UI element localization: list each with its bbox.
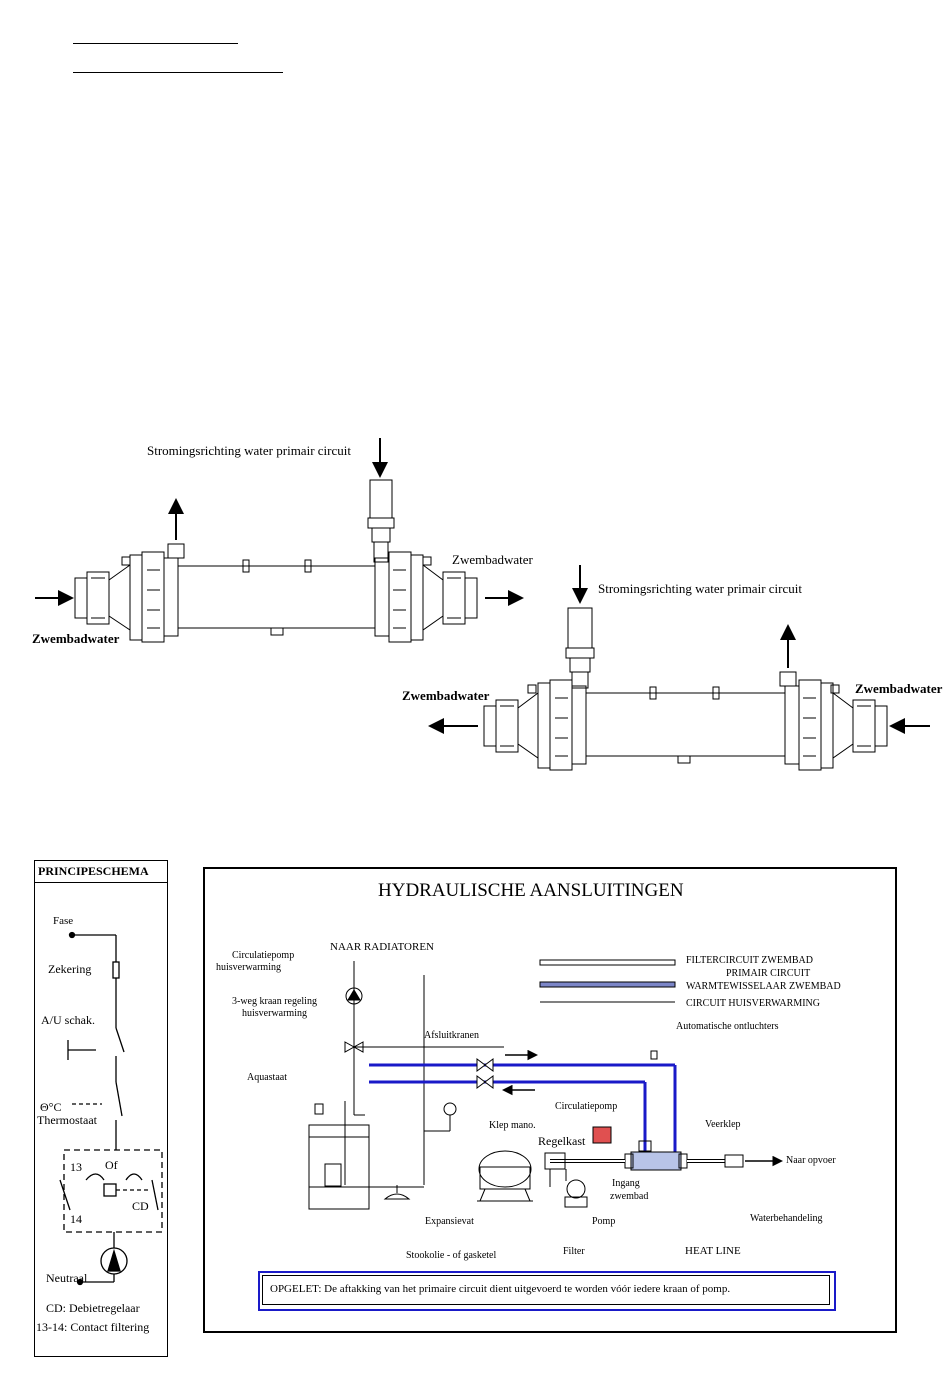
naar-opvoer-label: Naar opvoer — [786, 1155, 836, 1166]
aquastaat-label: Aquastaat — [247, 1072, 287, 1083]
legend-filter-circuit: FILTERCIRCUIT ZWEMBAD — [686, 955, 813, 966]
heat-exchangers-drawing — [35, 438, 930, 771]
top-pool-in-label: Zwembadwater — [32, 631, 120, 646]
warning-box-inner — [262, 1275, 830, 1305]
principle-schema-panel — [34, 860, 168, 1357]
circ-pump-house-label-1: Circulatiepomp — [232, 950, 295, 961]
top-primary-flow-label: Stromingsrichting water primair circuit — [147, 443, 351, 458]
bottom-pool-in-label: Zwembadwater — [855, 681, 943, 696]
circ-pump-house-label-2: huisverwarming — [216, 962, 281, 973]
warning-box — [258, 1271, 836, 1311]
principle-circuit — [59, 931, 163, 1286]
hydraulic-title: HYDRAULISCHE AANSLUITINGEN — [378, 880, 684, 901]
naar-radiatoren-label: NAAR RADIATOREN — [330, 941, 434, 953]
warning-text: OPGELET: De aftakking van het primaire c… — [270, 1283, 731, 1295]
three-way-valve-label-1: 3-weg kraan regeling — [232, 996, 317, 1007]
principle-fase: Fase — [53, 915, 74, 927]
veerklep-label: Veerklep — [705, 1119, 741, 1130]
principle-title: PRINCIPESCHEMA — [38, 864, 149, 878]
auto-vent-label: Automatische ontluchters — [676, 1021, 779, 1032]
legend-primary-1: PRIMAIR CIRCUIT — [726, 968, 811, 979]
header-underline-1 — [73, 43, 238, 44]
principle-zekering: Zekering — [48, 962, 92, 976]
hydraulic-panel — [203, 867, 897, 1333]
stookolie-label: Stookolie - of gasketel — [406, 1250, 497, 1261]
principle-contact-14: 14 — [70, 1212, 82, 1226]
ingang-label-1: Ingang — [612, 1178, 640, 1189]
circ-pump-label: Circulatiepomp — [555, 1101, 618, 1112]
principle-cd: CD — [132, 1199, 149, 1213]
legend-house-circuit: CIRCUIT HUISVERWARMING — [686, 998, 820, 1009]
filter-label: Filter — [563, 1246, 585, 1257]
principle-theta: Θ°C — [40, 1100, 62, 1114]
principle-thermostat: Thermostaat — [37, 1113, 97, 1127]
bottom-pool-out-label: Zwembadwater — [402, 688, 490, 703]
three-way-valve-label-2: huisverwarming — [242, 1008, 307, 1019]
regelkast-label: Regelkast — [538, 1134, 586, 1148]
principle-switch: A/U schak. — [41, 1013, 95, 1027]
afsluitkranen-label: Afsluitkranen — [424, 1030, 479, 1041]
pomp-label: Pomp — [592, 1216, 616, 1227]
principle-legend-contacts: 13-14: Contact filtering — [36, 1320, 150, 1334]
principle-title-rule — [34, 882, 167, 883]
expansievat-label: Expansievat — [425, 1216, 474, 1227]
header-underline-2 — [73, 72, 283, 73]
principle-neutral: Neutraal — [46, 1271, 88, 1285]
legend-primary-2: WARMTEWISSELAAR ZWEMBAD — [686, 981, 841, 992]
top-pool-out-label: Zwembadwater — [452, 552, 533, 567]
principle-legend-cd: CD: Debietregelaar — [46, 1301, 140, 1315]
heat-line-label: HEAT LINE — [685, 1245, 741, 1257]
ingang-label-2: zwembad — [610, 1191, 649, 1202]
principle-contact-13: 13 — [70, 1160, 82, 1174]
waterbehandeling-label: Waterbehandeling — [750, 1213, 823, 1224]
klep-mano-label: Klep mano. — [489, 1120, 536, 1131]
principle-of: Of — [105, 1158, 118, 1172]
bottom-primary-flow-label: Stromingsrichting water primair circuit — [598, 581, 802, 596]
hydraulic-drawing — [308, 959, 783, 1210]
